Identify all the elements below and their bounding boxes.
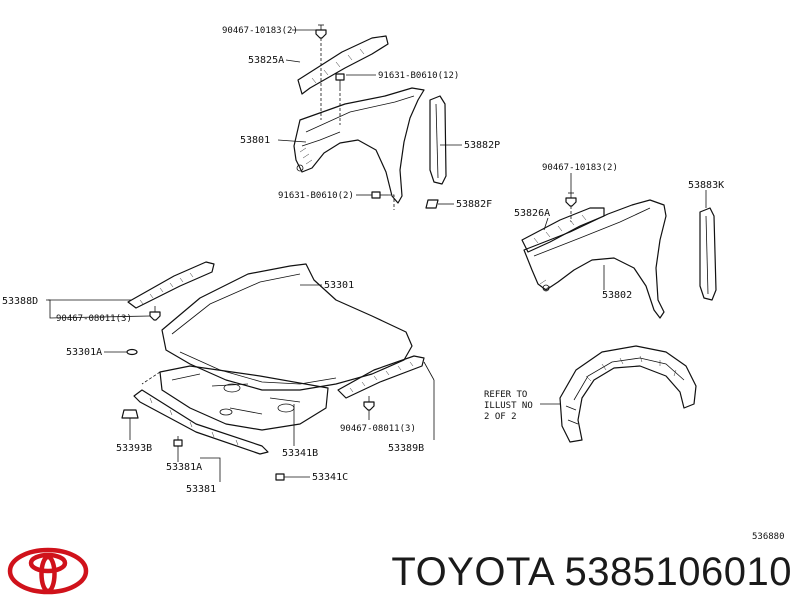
label-90467-10183-right: 90467-10183(2) — [542, 163, 618, 173]
label-53381A: 53381A — [166, 462, 202, 473]
wheel-liner — [559, 345, 697, 443]
label-53301: 53301 — [324, 280, 354, 291]
label-53388D: 53388D — [2, 296, 38, 307]
label-53341C: 53341C — [312, 472, 348, 483]
label-53882P: 53882P — [464, 140, 500, 151]
label-90467-08011-left: 90467-08011(3) — [56, 314, 132, 324]
note-line-1: REFER TO — [484, 390, 527, 400]
rear-seal — [337, 355, 425, 411]
label-53389B: 53389B — [388, 443, 424, 454]
toyota-logo-icon — [7, 547, 89, 595]
leader-lines — [46, 29, 707, 482]
label-90467-08011-right: 90467-08011(3) — [340, 424, 416, 434]
note-line-3: 2 OF 2 — [484, 412, 517, 422]
label-53882F: 53882F — [456, 199, 492, 210]
hood-insulator — [141, 365, 329, 431]
hood — [126, 261, 413, 391]
label-53341B: 53341B — [282, 448, 318, 459]
fender-right — [521, 192, 717, 319]
label-53381: 53381 — [186, 484, 216, 495]
part-labels: 90467-10183(2) 53825A 91631-B0610(12) 53… — [2, 26, 785, 540]
fender-left — [293, 24, 447, 210]
label-53393B: 53393B — [116, 443, 152, 454]
label-53825A: 53825A — [248, 55, 284, 66]
label-53826A: 53826A — [514, 208, 550, 219]
front-seal — [121, 389, 285, 481]
label-53883K: 53883K — [688, 180, 724, 191]
label-53802: 53802 — [602, 290, 632, 301]
brand-part-number: TOYOTA 5385106010 — [391, 550, 792, 594]
parts-diagram: 90467-10183(2) 53825A 91631-B0610(12) 53… — [2, 24, 785, 540]
note-line-2: ILLUST NO — [484, 401, 533, 411]
illustration-number: 536880 — [752, 532, 785, 540]
label-90467-10183-top: 90467-10183(2) — [222, 26, 298, 36]
label-53801: 53801 — [240, 135, 270, 146]
label-91631-B0610-12: 91631-B0610(12) — [378, 71, 459, 81]
label-53301A: 53301A — [66, 347, 102, 358]
label-91631-B0610-2: 91631-B0610(2) — [278, 191, 354, 201]
